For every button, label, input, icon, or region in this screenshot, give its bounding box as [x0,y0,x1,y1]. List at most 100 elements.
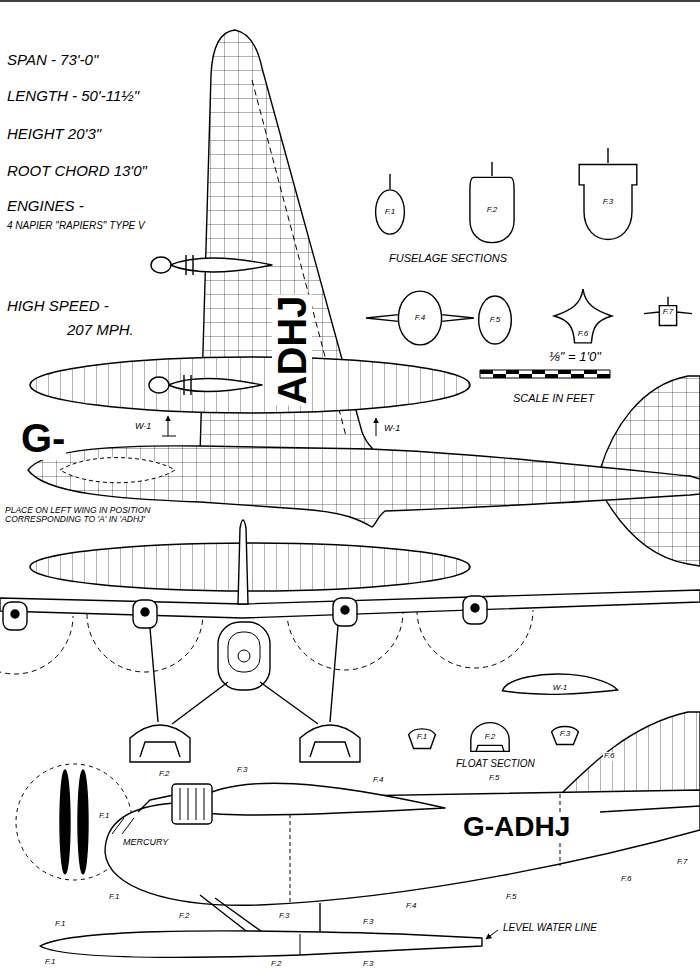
registration-mark: ADHJ [272,295,312,406]
section-number: F.7 [663,308,674,316]
section-arrow [376,418,377,436]
station-marker: F.1 [44,958,57,967]
section-heading: FLOAT SECTION [455,758,536,769]
float-plan [30,543,470,591]
float-front [300,725,360,762]
section-shape [554,289,612,343]
station-marker: F.4 [372,776,385,785]
section-number: F.2 [485,733,496,741]
section-tick [162,436,176,437]
leader-text: LEVEL WATER LINE [502,922,598,933]
section-number: F.1 [417,733,428,741]
section-marker: W-1 [134,422,152,432]
fuselage-hub [238,650,250,662]
exhaust [184,375,191,395]
fuselage-front [218,622,270,690]
station-marker: F.5 [488,774,501,783]
float-plan [30,357,470,413]
station-marker: F.1 [98,812,111,821]
spinner [149,377,169,393]
engine-fins [180,788,204,820]
section-shape [552,727,579,745]
section-shape [644,297,692,326]
nose-name: MERCURY [122,838,169,848]
section-outline: F.3 [578,163,638,241]
section-number: F.2 [487,206,498,214]
scale-block [493,374,506,378]
scale-block [545,374,558,378]
section-marker: W-1 [383,424,401,434]
section-stub [607,148,608,163]
section-number: F.3 [603,198,614,206]
scale-block [571,374,584,378]
station-marker: F.2 [270,960,283,969]
engine-nacelle [168,379,262,392]
section-stub [389,174,390,189]
station-marker: F.3 [362,918,375,927]
scale-block [480,370,493,374]
station-marker: F.2 [178,912,191,921]
section-shape [479,296,512,344]
section-outline: F.6 [553,288,613,344]
section-heading: FUSELAGE SECTIONS [388,252,508,264]
spec-text: SPAN - 73'-0" [6,52,99,69]
registration-mark: G-ADHJ [462,812,571,843]
section-stub [491,162,492,176]
float-front [130,725,190,762]
scale-text: ⅛" = 1'0" [548,350,602,364]
engine-hub [341,606,349,614]
section-shape [409,729,436,749]
section-number: F.6 [578,330,589,338]
station-marker: F.6 [603,752,616,761]
float-strut [200,895,320,934]
engine-hub [141,608,149,616]
section-outline: F.7 [644,296,692,328]
propeller-blade [60,770,70,874]
registration-mark: G- [20,416,66,460]
section-outline: F.5 [478,295,512,345]
engine-hub [471,604,479,612]
section-shape [366,291,474,345]
float-side [40,931,482,957]
wing-side [195,783,445,815]
cockpit-windows [112,818,134,834]
engine-front [133,600,157,628]
station-marker: F.1 [54,920,67,929]
float-strut [150,626,338,724]
station-marker: F.3 [362,960,375,969]
spec-text: 4 NAPIER "RAPIERS" TYPE V [6,220,146,231]
fuselage-inner [228,632,260,672]
section-number: F.5 [490,316,501,324]
scale-block [558,370,571,374]
station-marker: F.1 [108,893,121,902]
engine-front [3,602,27,630]
section-outline: F.1 [408,725,436,749]
section-number: W-1 [553,684,568,692]
frame-line [0,0,700,1]
section-outline: F.3 [551,723,579,745]
scale-block [584,370,597,374]
section-shape [502,674,617,694]
scale-block [506,370,519,374]
engine-front [333,598,357,626]
station-marker: F.2 [158,770,171,779]
fin-side [555,712,700,800]
note-text: PLACE ON LEFT WING IN POSITION CORRESPON… [4,506,220,525]
engine-front [463,596,487,624]
section-outline: F.1 [375,189,405,235]
station-marker: F.4 [405,902,418,911]
station-marker: F.6 [620,875,633,884]
scale-text: SCALE IN FEET [512,392,595,404]
section-number: F.1 [385,208,396,216]
scale-block [519,374,532,378]
float-step [300,934,301,955]
station-marker: F.7 [676,858,689,867]
scale-block [532,370,545,374]
scale-block [597,374,610,378]
fin-front [238,520,248,604]
engine-side [172,784,212,824]
section-outline: F.2 [469,176,515,244]
station-marker: F.3 [236,766,249,775]
spec-text: HEIGHT 20'3" [6,126,102,143]
